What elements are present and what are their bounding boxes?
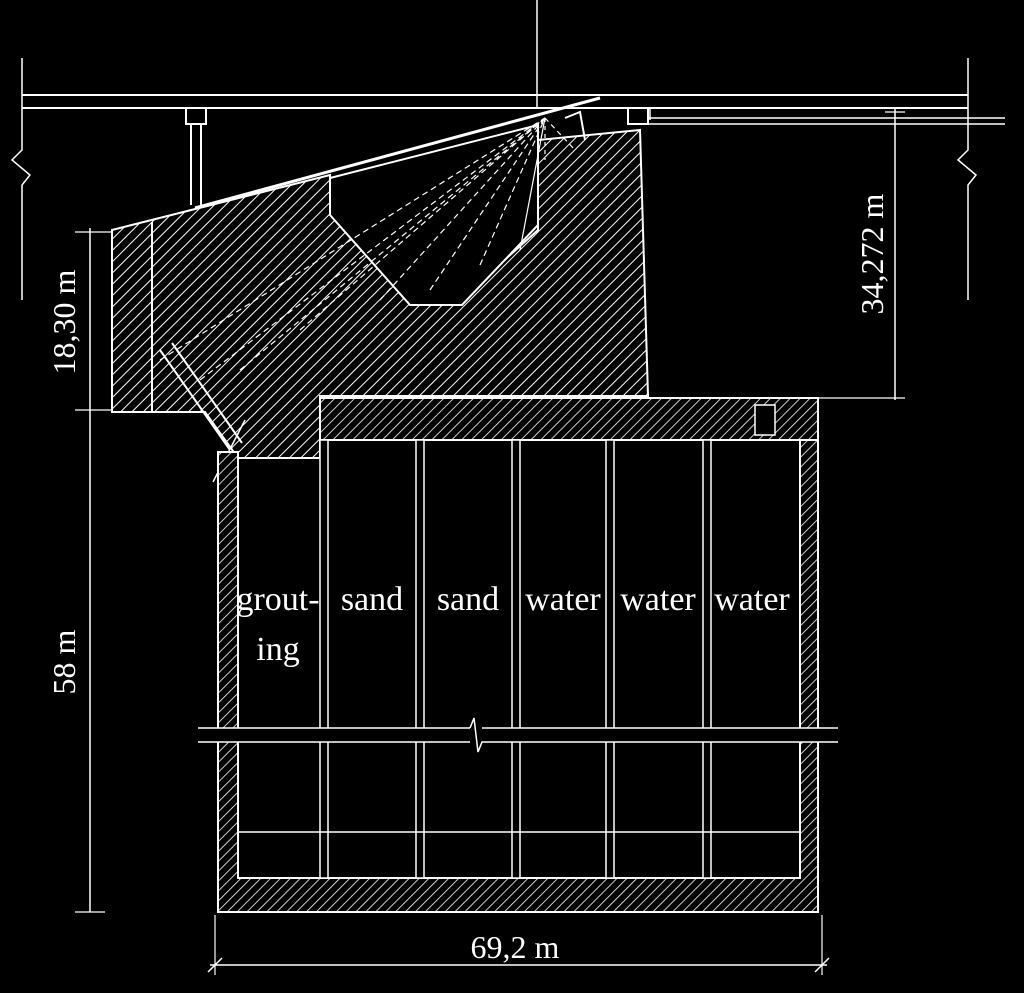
cable-strands [159, 96, 601, 381]
dimension-anchor-height: 18,30 m [46, 228, 112, 410]
compartment-label-water-3: water [714, 581, 790, 618]
dimension-width: 69,2 m [207, 915, 830, 975]
deck-clearance-label: 34,272 m [854, 193, 890, 314]
compartment-label-grouting: grout- [236, 581, 319, 618]
bridge-deck [10, 0, 1005, 300]
compartment-label-sand-2: sand [437, 581, 499, 618]
anchor-block [111, 123, 650, 483]
caisson-partitions [319, 439, 712, 879]
dimension-deck-clearance: 34,272 m [650, 108, 905, 400]
pier-width-label: 69,2 m [471, 929, 560, 965]
compartment-label-grouting-cont: ing [256, 631, 299, 668]
dimension-caisson-height: 58 m [46, 409, 112, 913]
compartment-label-sand-1: sand [341, 581, 403, 618]
compartment-label-water-1: water [525, 581, 601, 618]
compartment-labels: grout- ing sand sand water water water [236, 581, 790, 668]
caisson [198, 397, 840, 913]
break-line [198, 717, 840, 753]
caisson-height-label: 58 m [46, 629, 82, 694]
deck-support-column [185, 107, 649, 205]
compartment-label-water-2: water [620, 581, 696, 618]
anchor-block-height-label: 18,30 m [46, 269, 82, 374]
